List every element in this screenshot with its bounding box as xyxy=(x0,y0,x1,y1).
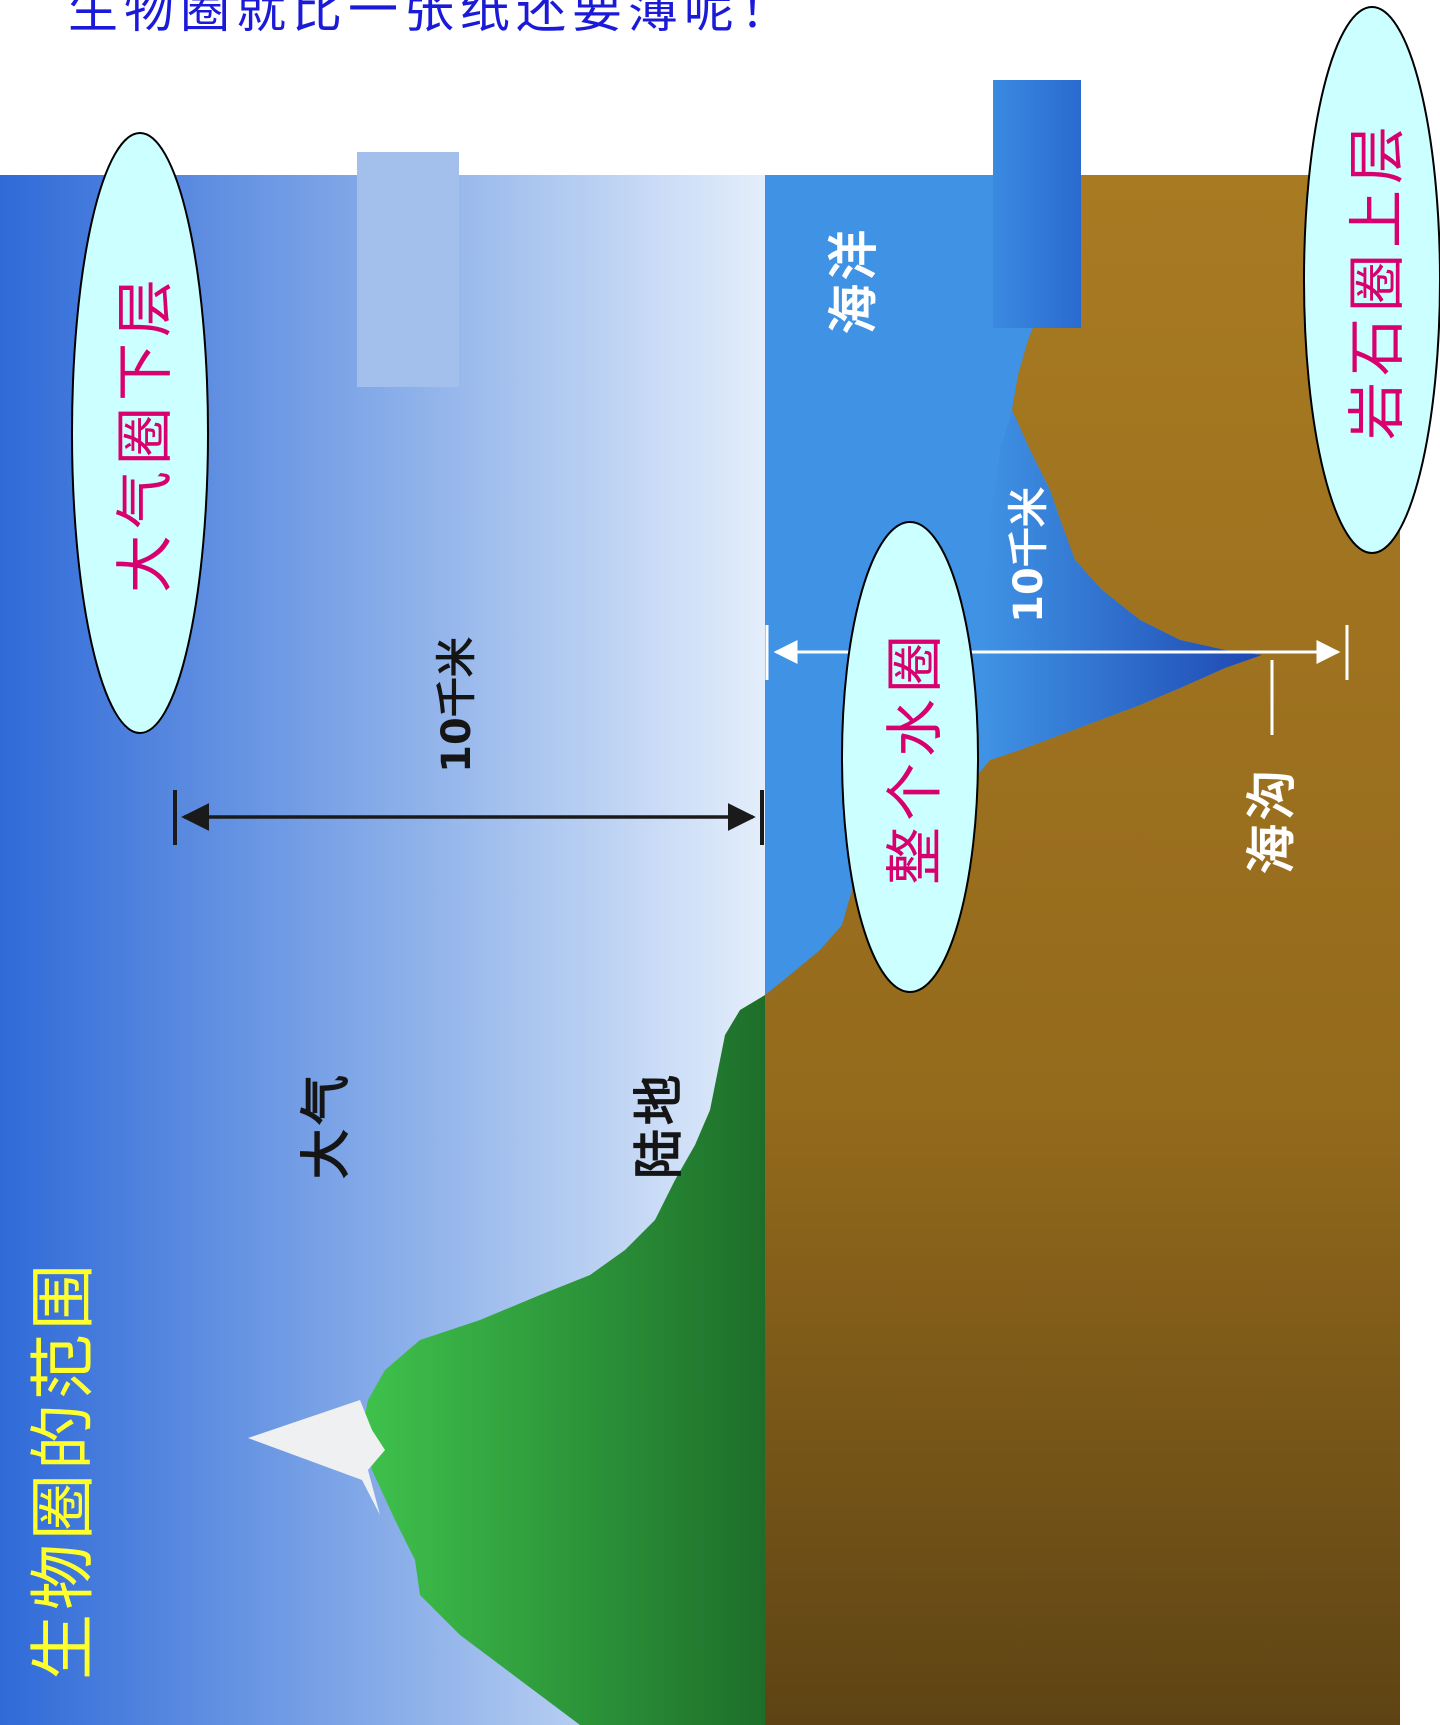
ten-km-atmosphere-label: 10千米 xyxy=(434,637,480,773)
snow-cap xyxy=(248,1400,385,1515)
lithosphere-upper-oval xyxy=(1303,6,1440,554)
atmosphere-dimension-line xyxy=(173,790,764,845)
trench-label: 海沟 xyxy=(1243,766,1301,874)
whole-hydrosphere-oval xyxy=(841,521,979,993)
light-blue-block xyxy=(357,152,459,387)
blue-block xyxy=(993,80,1081,328)
ocean-label: 海洋 xyxy=(825,226,883,334)
lithosphere-upper-label: 岩石圈上层 xyxy=(1343,119,1411,441)
ten-km-ocean-label: 10千米 xyxy=(1006,487,1052,623)
page-title: 生物圈就比一张纸还要薄呢！ xyxy=(68,0,796,39)
atmosphere-label: 大气 xyxy=(297,1071,355,1179)
whole-hydrosphere-label: 整个水圈 xyxy=(881,628,949,886)
atmosphere-lower-label: 大气圈下层 xyxy=(111,272,179,594)
land-label: 陆地 xyxy=(630,1071,688,1179)
land-region xyxy=(362,995,765,1725)
biosphere-scope-label: 生物圈的范围 xyxy=(25,1260,102,1680)
trench-region xyxy=(985,410,1262,760)
atmosphere-lower-oval xyxy=(71,132,209,734)
